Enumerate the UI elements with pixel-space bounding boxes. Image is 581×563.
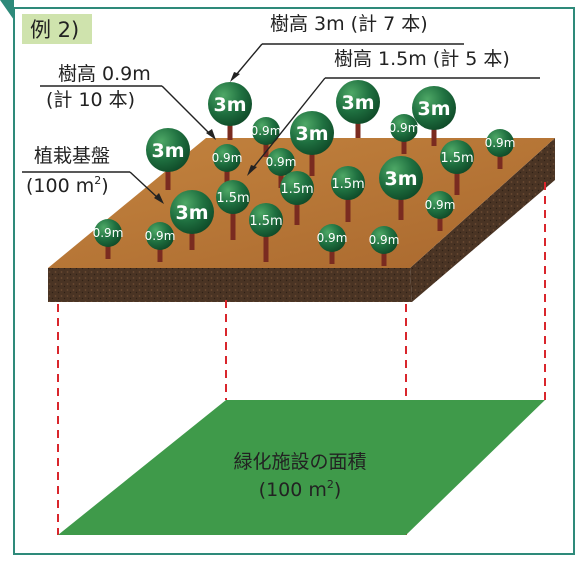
green-area <box>58 400 545 535</box>
annotation-base-label-2: (100 m2) <box>26 174 109 197</box>
annotation-small-trees: 樹高 0.9m (計 10 本) <box>40 63 216 140</box>
annotation-tall-label: 樹高 3m (計 7 本) <box>270 13 428 35</box>
tree: 3m <box>208 82 252 140</box>
annotation-tall-trees: 樹高 3m (計 7 本) <box>230 13 464 82</box>
tree-canopy <box>213 144 241 172</box>
tree-height-label: 0.9m <box>251 124 282 138</box>
example-tag-label: 例 2) <box>30 18 79 42</box>
tree-trunk <box>454 157 460 195</box>
tree-height-label: 0.9m <box>266 155 297 169</box>
tree-height-label: 0.9m <box>93 226 124 240</box>
tree: 0.9m <box>93 219 124 259</box>
soil-slab-front <box>48 268 412 302</box>
tree-canopy <box>426 191 454 219</box>
tree-canopy <box>249 203 283 237</box>
tree-canopy <box>208 82 252 126</box>
annotation-mid-trees: 樹高 1.5m (計 5 本) <box>247 48 540 176</box>
tree-height-label: 3m <box>384 168 417 190</box>
tree-height-label: 3m <box>341 92 374 114</box>
tree: 1.5m <box>249 203 283 262</box>
frame-corner-mark <box>0 0 14 20</box>
green-area-value: (100 m2) <box>259 478 342 501</box>
tree-canopy <box>336 80 380 124</box>
soil-slab-side <box>410 138 555 302</box>
tree: 0.9m <box>425 191 456 231</box>
annotation-small-label-2: (計 10 本) <box>46 89 135 111</box>
tree-canopy <box>370 226 398 254</box>
tree-height-label: 3m <box>213 94 246 116</box>
tree: 0.9m <box>317 224 348 264</box>
tree: 0.9m <box>389 114 420 154</box>
tree-trunk <box>263 220 269 262</box>
tree-height-label: 1.5m <box>331 177 364 192</box>
annotation-planting-base: 植栽基盤 (100 m2) <box>22 145 164 204</box>
tree-canopy <box>146 222 174 250</box>
tree-canopy <box>440 140 474 174</box>
tree-height-label: 3m <box>295 123 328 145</box>
annotation-base-label-1: 植栽基盤 <box>34 145 110 167</box>
tree-height-label: 0.9m <box>425 198 456 212</box>
tree: 3m <box>170 190 214 250</box>
tree-height-label: 1.5m <box>216 191 249 206</box>
tree-canopy <box>486 129 514 157</box>
tree: 0.9m <box>266 148 297 188</box>
green-area-title: 緑化施設の面積 <box>233 451 366 473</box>
tree-canopy <box>318 224 346 252</box>
tree-height-label: 3m <box>151 140 184 162</box>
tree: 1.5m <box>331 166 365 222</box>
tree-canopy <box>390 114 418 142</box>
tree: 1.5m <box>440 140 474 195</box>
tree-canopy <box>216 180 250 214</box>
tree-canopy <box>94 219 122 247</box>
tree-height-label: 0.9m <box>145 229 176 243</box>
tree-height-label: 0.9m <box>212 151 243 165</box>
tree-height-label: 0.9m <box>369 233 400 247</box>
tree: 1.5m <box>280 171 314 225</box>
tree-canopy <box>267 148 295 176</box>
tree: 3m <box>290 111 334 176</box>
tree-canopy <box>290 111 334 155</box>
tree-height-label: 0.9m <box>389 121 420 135</box>
tree-canopy <box>252 117 280 145</box>
tree-height-label: 3m <box>175 202 208 224</box>
tree: 1.5m <box>216 180 250 240</box>
tree-canopy <box>280 171 314 205</box>
tree-height-label: 1.5m <box>280 182 313 197</box>
tree-canopy <box>170 190 214 234</box>
tree: 3m <box>379 156 423 220</box>
annotation-mid-label: 樹高 1.5m (計 5 本) <box>334 48 510 70</box>
tree: 0.9m <box>212 144 243 184</box>
tree-trunk <box>345 183 351 222</box>
tree: 0.9m <box>369 226 400 266</box>
tree-canopy <box>379 156 423 200</box>
tree: 3m <box>412 86 456 146</box>
tree-height-label: 3m <box>417 98 450 120</box>
example-tag <box>22 14 92 44</box>
tree: 0.9m <box>485 129 516 169</box>
tree-trunk <box>294 188 300 225</box>
tree-height-label: 0.9m <box>485 136 516 150</box>
tree-height-label: 0.9m <box>317 231 348 245</box>
tree: 0.9m <box>251 117 282 157</box>
tree: 0.9m <box>145 222 176 262</box>
tree-canopy <box>331 166 365 200</box>
tree-height-label: 1.5m <box>440 151 473 166</box>
annotation-small-label-1: 樹高 0.9m <box>58 63 151 85</box>
outer-frame <box>13 7 575 555</box>
tree-canopy <box>146 128 190 172</box>
tree-height-label: 1.5m <box>249 214 282 229</box>
tree-trunk <box>230 197 236 240</box>
tree: 3m <box>336 80 380 138</box>
tree-canopy <box>412 86 456 130</box>
tree: 3m <box>146 128 190 190</box>
